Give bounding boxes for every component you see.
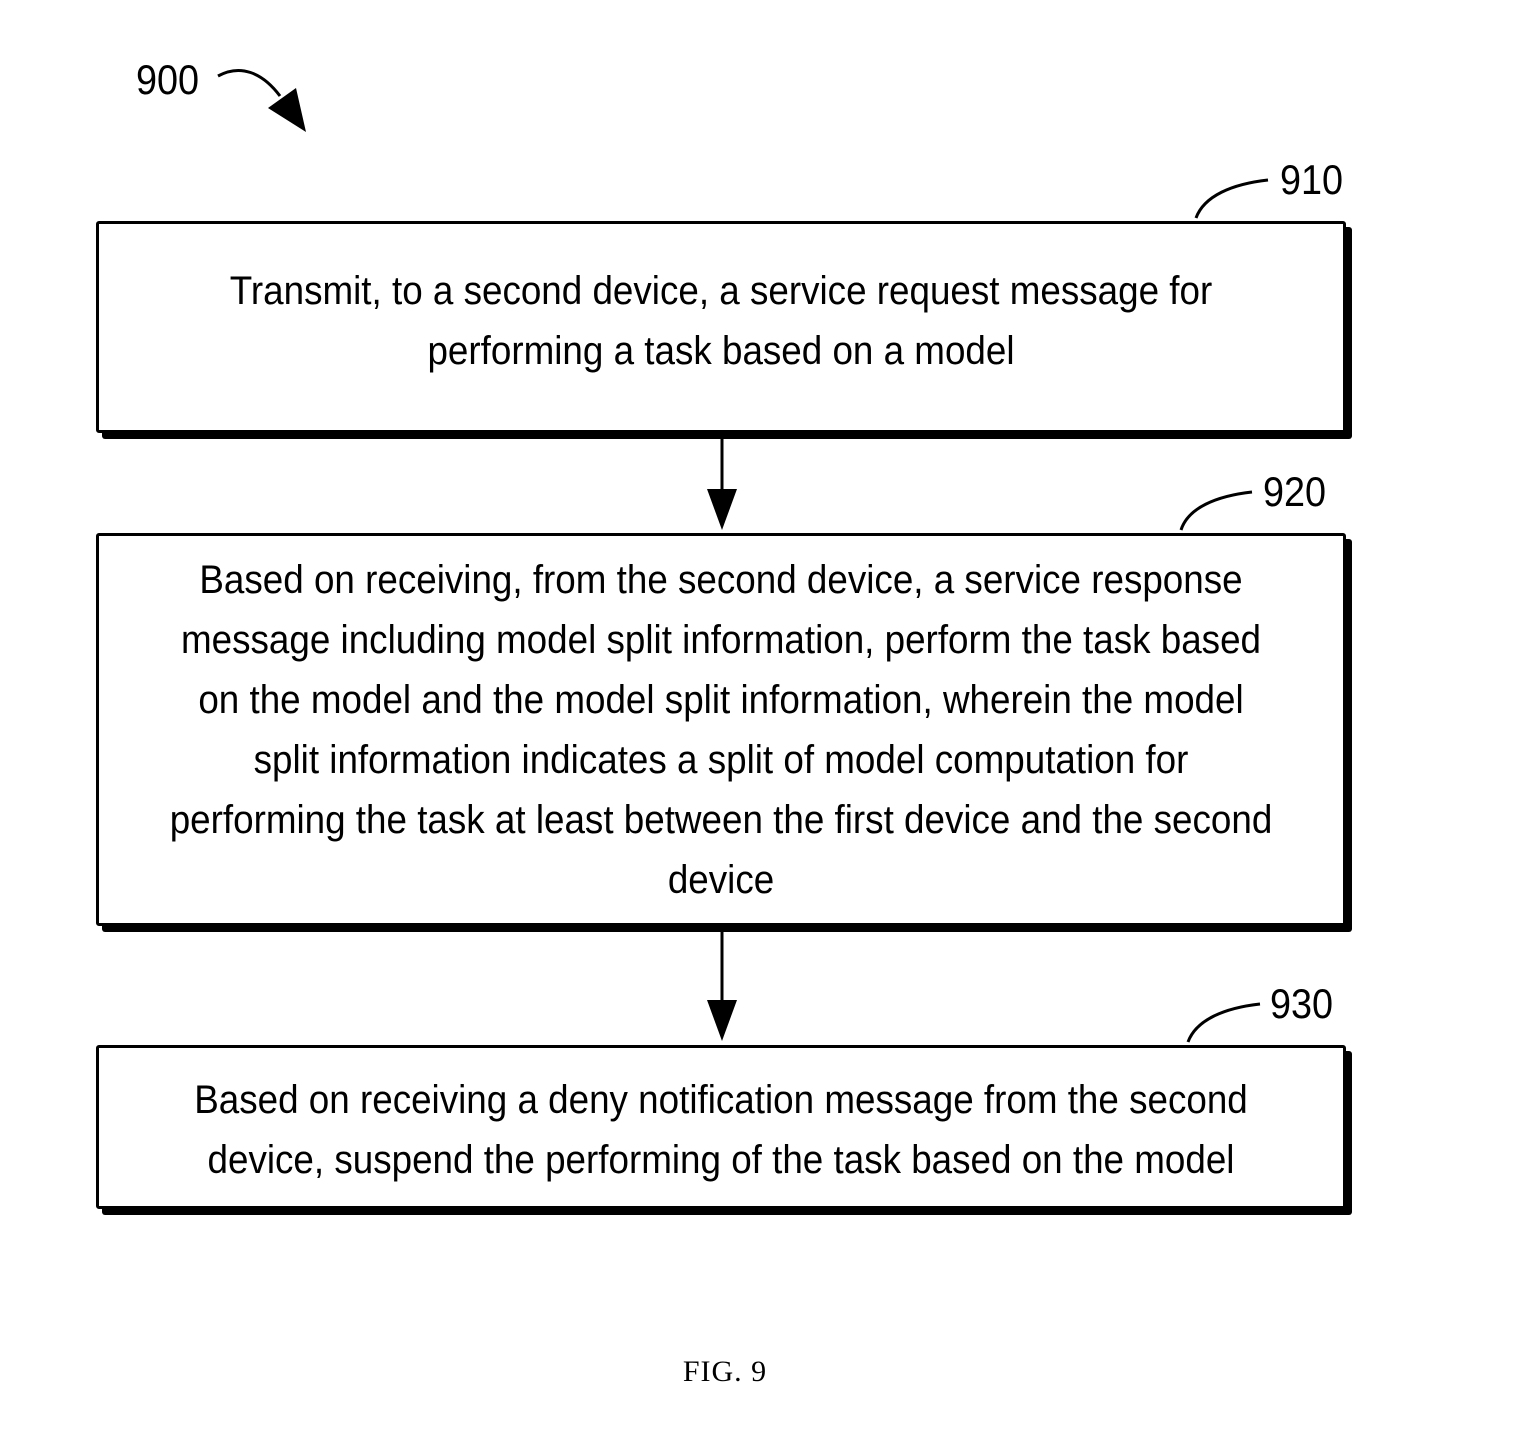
figure-pointer-arrowhead [268,88,306,132]
step-box-910: Transmit, to a second device, a service … [96,221,1346,433]
leader-line-920 [1179,490,1253,531]
leader-line-930 [1186,1002,1261,1043]
flow-arrowhead-920-930 [707,1000,737,1041]
step-ref-label-930: 930 [1270,980,1334,1027]
step-ref-label-920: 920 [1263,468,1327,515]
step-ref-label-910: 910 [1280,156,1344,203]
step-box-920: Based on receiving, from the second devi… [96,533,1346,926]
figure-ref-label: 900 [136,56,200,103]
step-box-930: Based on receiving a deny notification m… [96,1045,1346,1209]
flow-arrowhead-910-920 [707,489,737,530]
figure-caption: FIG. 9 [682,1355,768,1388]
step-text-920: Based on receiving, from the second devi… [169,557,1273,902]
leader-line-910 [1194,178,1269,219]
figure-pointer-arrow [217,69,282,97]
step-text-930: Based on receiving a deny notification m… [194,1078,1248,1182]
step-text-910: Transmit, to a second device, a service … [229,269,1213,373]
